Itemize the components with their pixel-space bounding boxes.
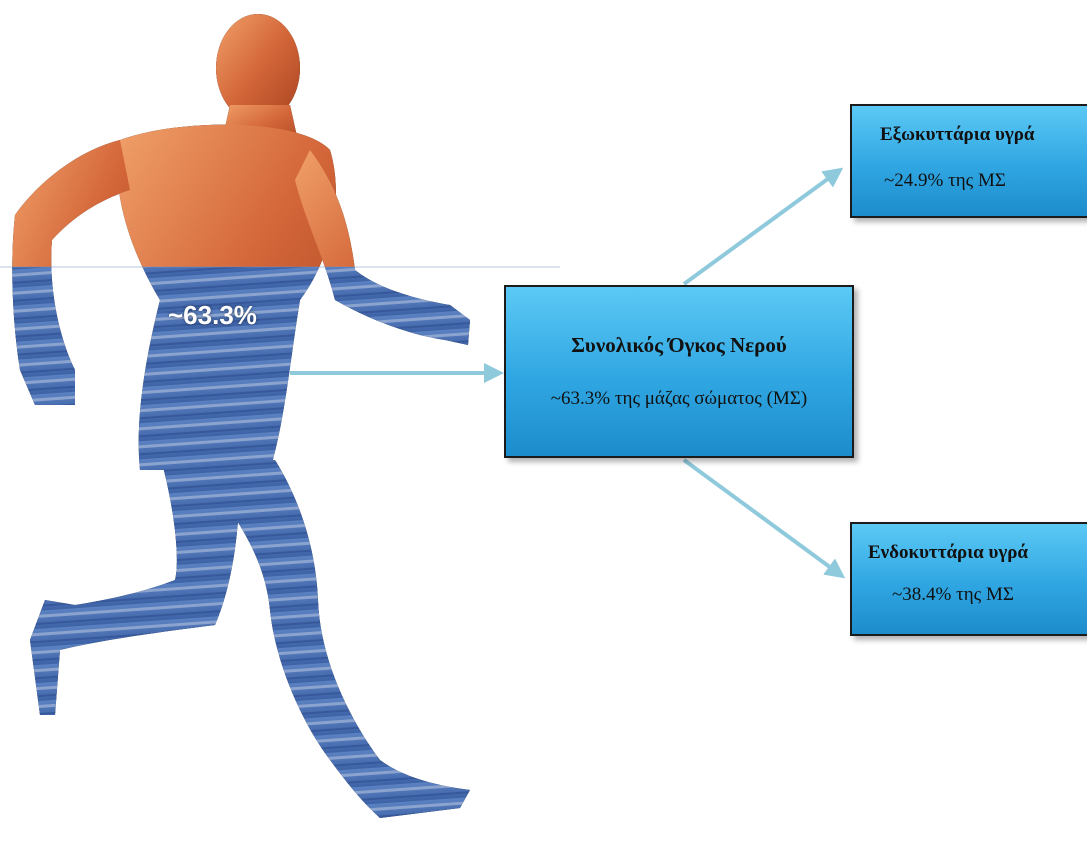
extracellular-fluid-title: Εξωκυττάρια υγρά [852, 124, 1087, 146]
arrow-total-to-extracellular [684, 170, 840, 284]
intracellular-fluid-subtitle: ~38.4% της ΜΣ [852, 584, 1087, 606]
intracellular-fluid-box: Ενδοκυττάρια υγρά ~38.4% της ΜΣ [850, 522, 1087, 636]
body-water-percent-label: ~63.3% [168, 300, 257, 331]
extracellular-fluid-box: Εξωκυττάρια υγρά ~24.9% της ΜΣ [850, 104, 1087, 218]
extracellular-fluid-subtitle: ~24.9% της ΜΣ [852, 170, 1087, 192]
total-body-water-title: Συνολικός Όγκος Νερού [506, 333, 852, 358]
total-body-water-box: Συνολικός Όγκος Νερού ~63.3% της μάζας σ… [504, 285, 854, 458]
total-body-water-subtitle: ~63.3% της μάζας σώματος (ΜΣ) [506, 388, 852, 410]
arrow-total-to-intracellular [684, 460, 842, 576]
intracellular-fluid-title: Ενδοκυττάρια υγρά [852, 542, 1087, 564]
